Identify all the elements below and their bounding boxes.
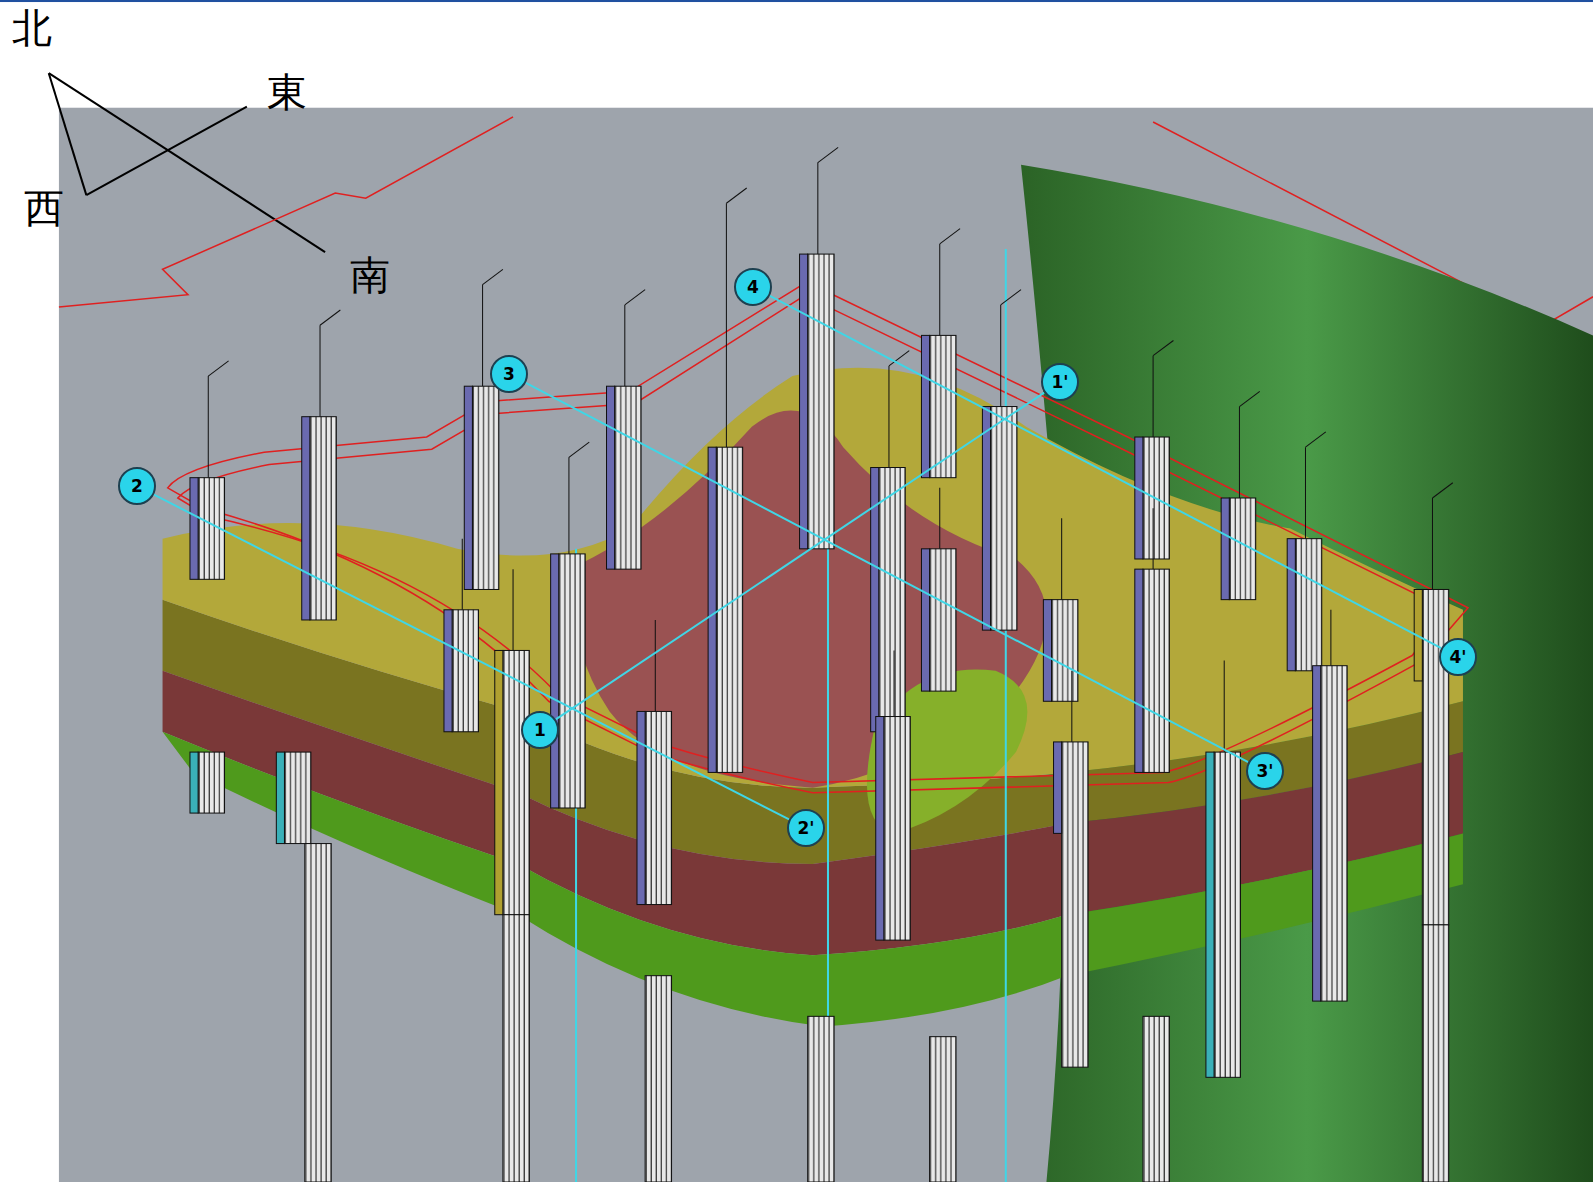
- compass-label: 北: [12, 8, 52, 48]
- section-marker: 4: [734, 268, 772, 306]
- compass-label: 東: [267, 72, 307, 112]
- callout-number: 3: [503, 366, 515, 383]
- section-marker: 3': [1246, 752, 1284, 790]
- callout-number: 4': [1449, 649, 1466, 666]
- section-marker: 2': [787, 809, 825, 847]
- section-line: [556, 393, 1044, 720]
- compass-label: 西: [24, 188, 64, 228]
- callout-number: 1': [1051, 374, 1068, 391]
- section-marker: 4': [1439, 638, 1477, 676]
- callout-number: 2: [131, 478, 143, 495]
- section-marker: 1: [521, 711, 559, 749]
- section-marker: 3: [490, 355, 528, 393]
- section-marker: 2: [118, 467, 156, 505]
- callout-number: 4: [747, 279, 759, 296]
- section-line: [154, 495, 789, 820]
- callout-number: 1: [534, 722, 546, 739]
- section-marker: 1': [1041, 363, 1079, 401]
- section-line: [526, 383, 1248, 762]
- section-line: [770, 296, 1441, 648]
- callout-number: 2': [797, 820, 814, 837]
- compass-label: 南: [350, 255, 390, 295]
- callout-number: 3': [1256, 763, 1273, 780]
